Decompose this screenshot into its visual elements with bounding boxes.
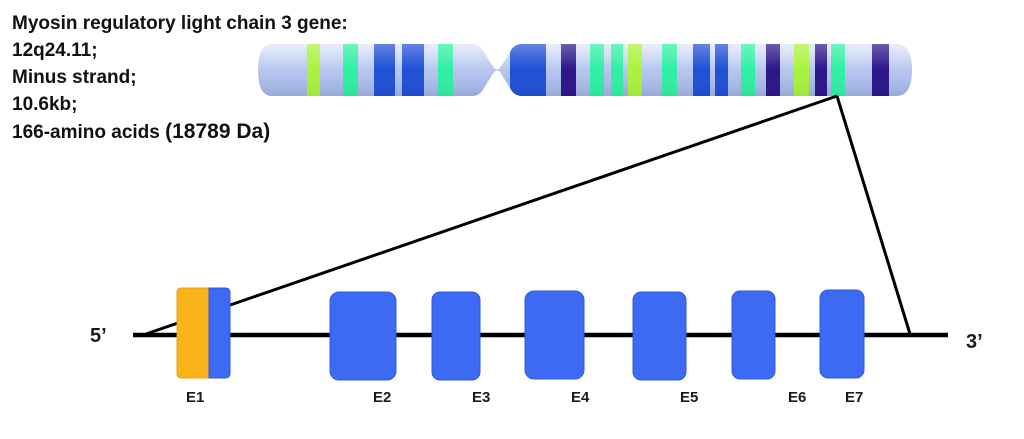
exon-label: E3 — [472, 389, 490, 406]
exon-e4 — [524, 290, 585, 380]
zoom-line-left — [145, 94, 838, 336]
exon-e7 — [819, 289, 865, 379]
zoom-line-right — [835, 95, 912, 335]
exon-e2 — [329, 291, 397, 381]
exon-label: E6 — [788, 389, 806, 406]
gene-locus: 12q24.11; — [12, 40, 98, 61]
chromosome-ideogram — [258, 44, 912, 96]
gene-protein: 166-amino acids (18789 Da) — [12, 120, 271, 143]
exon-e1-utr — [176, 287, 210, 379]
exon-e1 — [176, 287, 231, 379]
gene-title: Myosin regulatory light chain 3 gene: — [12, 13, 348, 34]
exons — [176, 287, 865, 381]
chromosome-bands — [258, 44, 912, 96]
exon-label: E2 — [373, 389, 391, 406]
exon-e3 — [431, 291, 481, 381]
exon-label: E1 — [186, 389, 204, 406]
exon-label: E4 — [571, 389, 590, 406]
gene-size: 10.6kb; — [12, 94, 78, 115]
five-prime-label: 5’ — [90, 325, 107, 347]
exon-labels: E1 E2 E3 E4 E5 E6 E7 — [186, 389, 863, 406]
gene-info: Myosin regulatory light chain 3 gene: 12… — [12, 10, 392, 146]
exon-label: E7 — [845, 389, 863, 406]
three-prime-label: 3’ — [966, 331, 983, 353]
gene-strand: Minus strand; — [12, 67, 137, 88]
exon-e6 — [731, 290, 776, 380]
exon-e5 — [632, 291, 687, 381]
exon-label: E5 — [680, 389, 698, 406]
exon-e1-coding — [208, 287, 231, 379]
zoom-lines — [145, 94, 912, 336]
